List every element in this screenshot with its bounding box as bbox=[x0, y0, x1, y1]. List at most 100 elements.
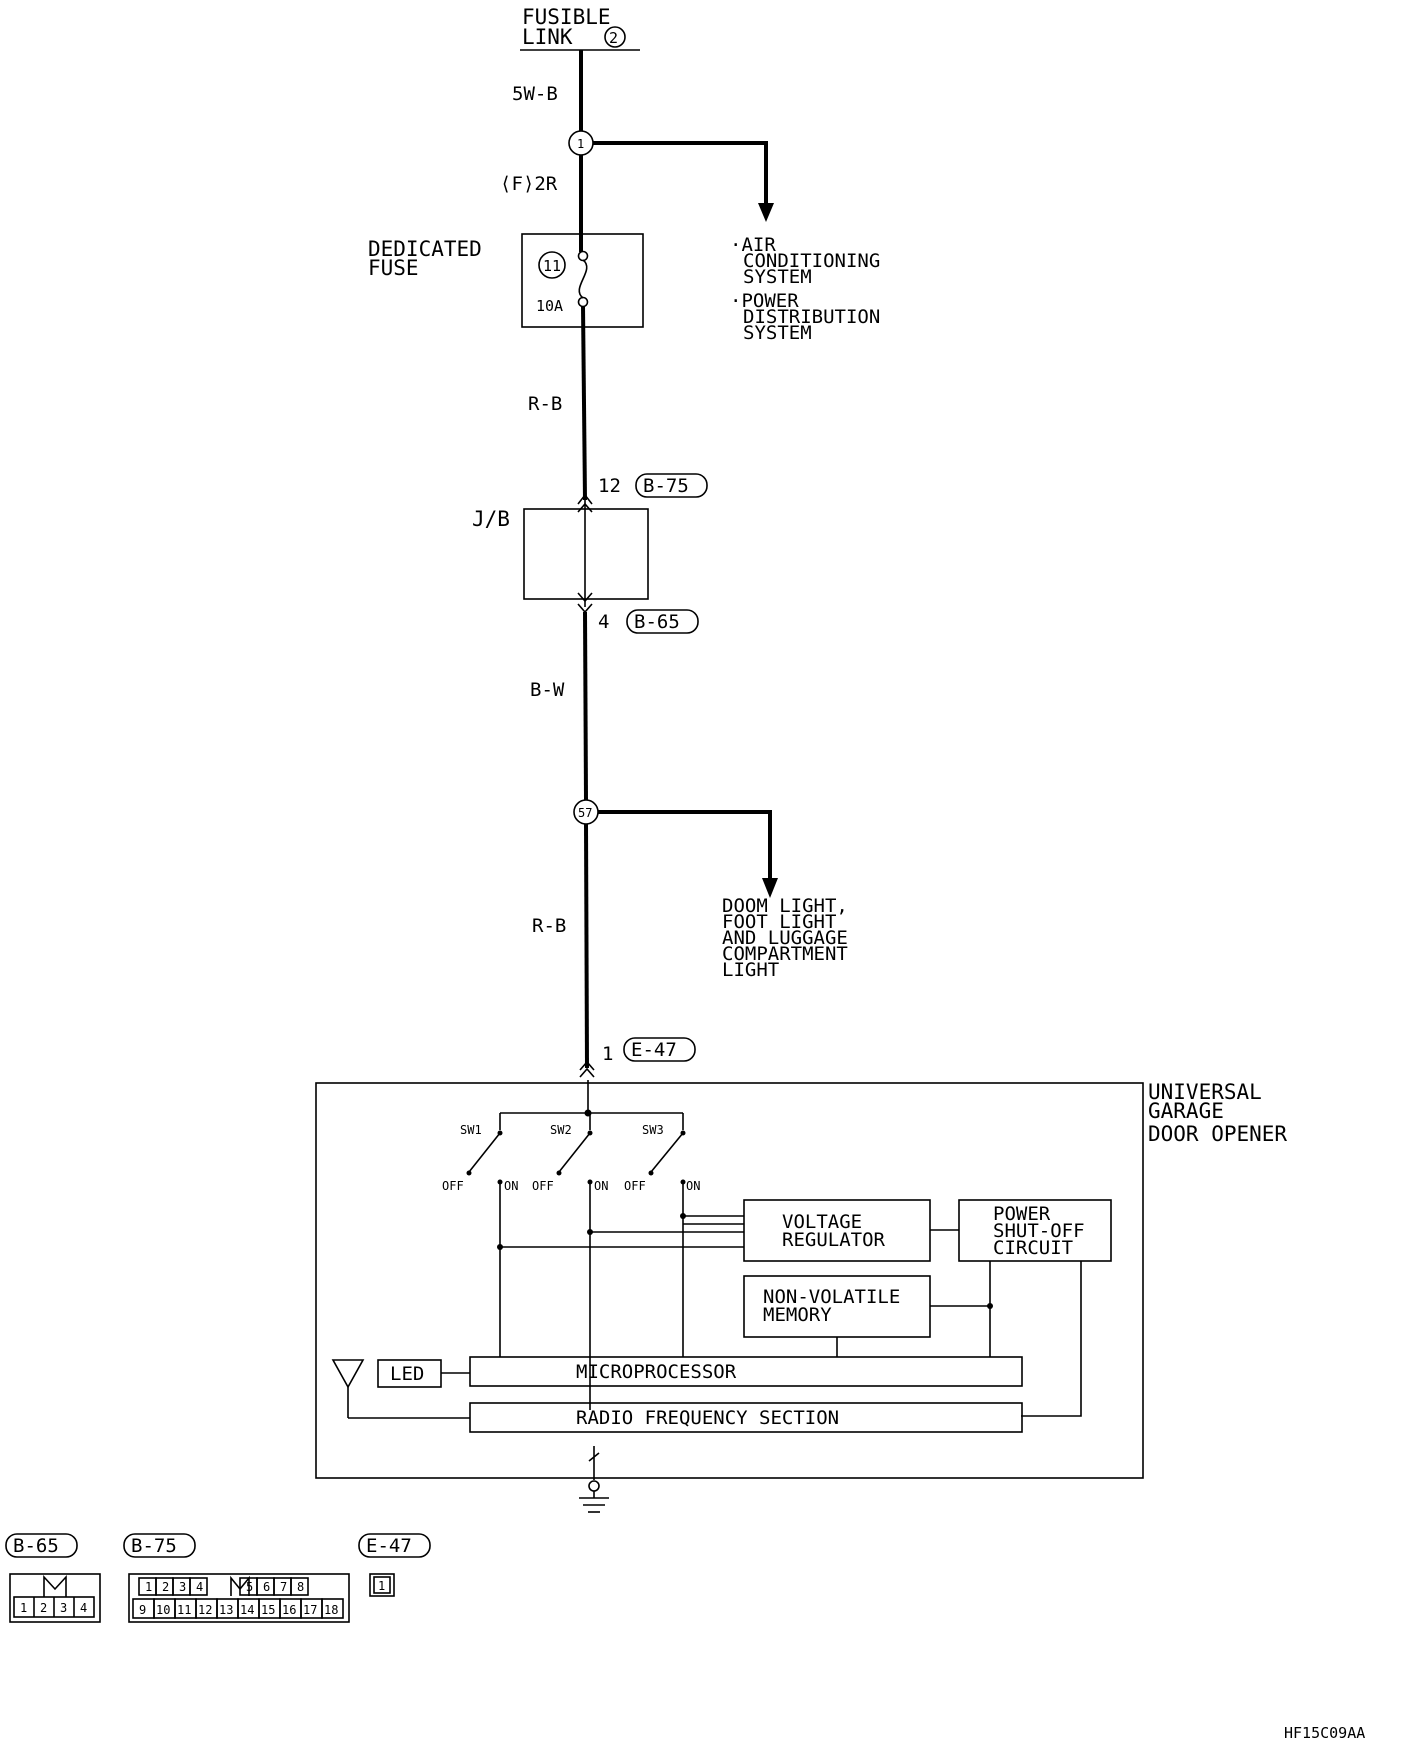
branch-1-destinations: ·AIR CONDITIONING SYSTEM ·POWER DISTRIBU… bbox=[730, 234, 880, 344]
opener-housing bbox=[315, 1082, 1144, 1479]
branch-1-line2: CONDITIONING bbox=[743, 250, 880, 272]
b75-bottom-pin-11: 11 bbox=[177, 1603, 191, 1617]
microprocessor bbox=[469, 1356, 1023, 1387]
opener-title-line1: UNIVERSAL bbox=[1148, 1080, 1262, 1104]
fuse-title-line1: DEDICATED bbox=[368, 237, 482, 261]
wire-5w-b-label: 5W-B bbox=[512, 83, 558, 105]
branch-1-line5: DISTRIBUTION bbox=[743, 306, 880, 328]
wire-b-w-label: B-W bbox=[530, 679, 565, 701]
fusible-link-label-line2: LINK bbox=[522, 25, 573, 49]
b75-top-pin-2: 2 bbox=[162, 1580, 169, 1594]
radio-frequency-label: RADIO FREQUENCY SECTION bbox=[576, 1407, 839, 1429]
ground-point bbox=[588, 1480, 600, 1492]
b65-pin-1: 1 bbox=[20, 1601, 27, 1615]
power-shutoff-line1: POWER bbox=[993, 1203, 1051, 1225]
voltage-regulator-line1: VOLTAGE bbox=[782, 1211, 862, 1233]
b75-bottom-pin-13: 13 bbox=[219, 1603, 233, 1617]
connector-view-b65: B-65 1 2 3 4 bbox=[5, 1533, 101, 1623]
branch-2-line1: DOOM LIGHT, bbox=[722, 895, 848, 917]
fuse-title-line2: FUSE bbox=[368, 256, 419, 280]
b75-bottom-pin-16: 16 bbox=[282, 1603, 296, 1617]
opener-title-line3: DOOR OPENER bbox=[1148, 1122, 1287, 1146]
switch-sw1: SW1 OFF ON bbox=[442, 1113, 518, 1193]
memory-line1: NON-VOLATILE bbox=[763, 1286, 900, 1308]
b65-pin-4: 4 bbox=[80, 1601, 87, 1615]
sw3-off-contact bbox=[648, 1170, 654, 1176]
connector-view-e47: E-47 1 bbox=[358, 1533, 431, 1597]
memory-line2: MEMORY bbox=[763, 1304, 832, 1326]
power-shutoff-line3: CIRCUIT bbox=[993, 1237, 1073, 1259]
fusible-link-number-circle bbox=[604, 26, 626, 48]
b75-bottom-pin-9: 9 bbox=[139, 1603, 146, 1617]
e47-chevron-2 bbox=[579, 1067, 595, 1078]
sw2-off-contact bbox=[556, 1170, 562, 1176]
microprocessor-label: MICROPROCESSOR bbox=[576, 1361, 737, 1383]
e47-pin: 1 bbox=[602, 1043, 613, 1065]
connector-view-b65-key-icon bbox=[43, 1574, 67, 1597]
b75-bottom-pin-15: 15 bbox=[261, 1603, 275, 1617]
garage-door-opener: UNIVERSAL GARAGE DOOR OPENER SW1 OFF ON … bbox=[315, 1080, 1287, 1513]
jb-box bbox=[523, 508, 649, 600]
e47-chevron-1 bbox=[579, 1060, 595, 1071]
fuse-terminal-top bbox=[577, 250, 589, 262]
branch-2-line5: LIGHT bbox=[722, 959, 779, 981]
sw3-off-label: OFF bbox=[624, 1179, 646, 1193]
connector-view-b75-label: B-75 bbox=[131, 1535, 177, 1557]
jb-in-connector: B-75 bbox=[643, 475, 689, 497]
connector-tag-e47 bbox=[623, 1037, 696, 1062]
diagram-code: HF15C09AA bbox=[1284, 1724, 1365, 1742]
sw2-label: SW2 bbox=[550, 1123, 572, 1137]
opener-title-line2: GARAGE bbox=[1148, 1099, 1224, 1123]
fusible-link: FUSIBLE LINK 2 bbox=[520, 5, 640, 51]
connector-view-e47-pin-box bbox=[373, 1576, 391, 1594]
b65-pin-3: 3 bbox=[60, 1601, 67, 1615]
jb-internal-arrow-bottom bbox=[577, 592, 593, 603]
sw3-lever bbox=[650, 1132, 684, 1173]
connector-view-b65-body bbox=[9, 1573, 101, 1623]
branch-2-line2: FOOT LIGHT bbox=[722, 911, 836, 933]
wire-r-b-lower bbox=[584, 823, 589, 1069]
sw3-label: SW3 bbox=[642, 1123, 664, 1137]
connector-view-b65-tag bbox=[5, 1533, 78, 1558]
e47-entry: 1 E-47 bbox=[579, 1037, 696, 1078]
b65-pin-2: 2 bbox=[40, 1601, 47, 1615]
connector-view-b75-body bbox=[128, 1573, 350, 1623]
sw2-lever bbox=[558, 1132, 591, 1173]
b75-bottom-pin-10: 10 bbox=[156, 1603, 170, 1617]
branch-2-line4: COMPARTMENT bbox=[722, 943, 848, 965]
wire-f-2r-label: ⟨F⟩2R bbox=[500, 173, 558, 195]
fuse-terminal-bottom bbox=[577, 296, 589, 308]
b75-top-cell-4 bbox=[189, 1577, 208, 1596]
connector-view-b65-label: B-65 bbox=[13, 1535, 59, 1557]
branch-wire-1 bbox=[593, 141, 768, 205]
fusible-link-label-line1: FUSIBLE bbox=[522, 5, 611, 29]
fuse-rating: 10A bbox=[536, 297, 563, 315]
branch-1-line1: ·AIR bbox=[730, 234, 776, 256]
fusible-link-number: 2 bbox=[609, 29, 618, 47]
jb-out-connector: B-65 bbox=[634, 611, 680, 633]
e47-connector: E-47 bbox=[631, 1039, 677, 1061]
fuse-number-circle bbox=[538, 251, 566, 279]
sw1-on-label: ON bbox=[504, 1179, 518, 1193]
b75-bottom-cell-18 bbox=[321, 1598, 344, 1619]
connector-view-e47-tag bbox=[358, 1533, 431, 1558]
junction-block: 12 B-75 J/B 4 B-65 bbox=[472, 473, 708, 634]
branch-arrow-1 bbox=[758, 203, 774, 222]
led-label: LED bbox=[390, 1363, 424, 1385]
shutoff-to-rf bbox=[1021, 1261, 1082, 1417]
wire-b-w bbox=[583, 611, 588, 801]
sw1-label: SW1 bbox=[460, 1123, 482, 1137]
b75-top-pin-3: 3 bbox=[179, 1580, 186, 1594]
sw3-on-label: ON bbox=[686, 1179, 700, 1193]
jb-in-pin: 12 bbox=[598, 475, 621, 497]
ground-tick-icon bbox=[588, 1452, 600, 1462]
connector-tag-b65 bbox=[626, 609, 699, 634]
wire-r-b-upper-label: R-B bbox=[528, 393, 562, 415]
radio-frequency-section bbox=[469, 1402, 1023, 1433]
antenna-icon bbox=[331, 1359, 365, 1389]
b75-bottom-pin-17: 17 bbox=[303, 1603, 317, 1617]
b75-top-cell-8 bbox=[290, 1577, 309, 1596]
